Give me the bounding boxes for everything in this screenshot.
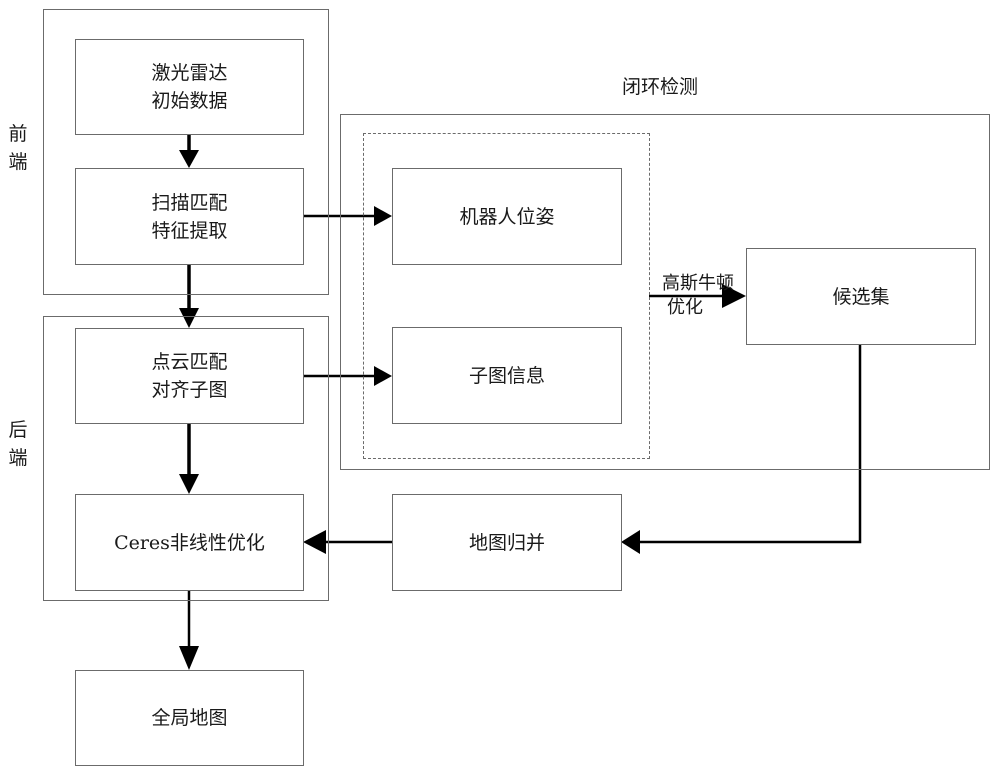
arrowhead-icon [374, 366, 392, 386]
node-submap-info: 子图信息 [392, 327, 622, 424]
edge-label-line: 优化 [667, 297, 703, 318]
backend-label-char: 后 [8, 419, 28, 441]
frontend-label-char: 端 [8, 151, 28, 173]
arrowhead-icon [303, 530, 326, 554]
edge-label-gauss-newton: 高斯牛顿 优化 [650, 272, 746, 320]
loop-closure-label: 闭环检测 [622, 76, 699, 98]
backend-label: 后 端 [7, 416, 29, 472]
arrowhead-icon [179, 308, 199, 328]
backend-group [43, 316, 329, 601]
frontend-label-char: 前 [8, 123, 28, 145]
edge-candidate-to-merge [638, 344, 862, 544]
node-text: 点云匹配 [151, 351, 228, 373]
node-text: 特征提取 [151, 219, 228, 242]
edge-label-line: 高斯牛顿 [662, 273, 734, 294]
node-text: Ceres非线性优化 [114, 531, 265, 554]
node-text: 扫描匹配 [151, 191, 228, 214]
arrowhead-icon [621, 530, 640, 554]
node-text: 子图信息 [468, 364, 545, 387]
frontend-label: 前 端 [7, 120, 29, 176]
node-text: 候选集 [832, 285, 890, 308]
node-text: 激光雷达 [151, 62, 228, 84]
arrowhead-icon [179, 646, 199, 670]
node-map-merge: 地图归并 [392, 494, 622, 591]
node-text: 全局地图 [151, 707, 228, 729]
node-ceres-optimization: Ceres非线性优化 [75, 494, 304, 591]
node-text: 机器人位姿 [459, 205, 555, 228]
arrowhead-icon [374, 206, 392, 226]
node-global-map: 全局地图 [75, 670, 304, 766]
node-lidar-data: 激光雷达 初始数据 [75, 39, 304, 135]
backend-label-char: 端 [8, 447, 28, 469]
node-candidate-set: 候选集 [746, 248, 976, 345]
pose-submap-dashed-group [363, 133, 650, 459]
arrowhead-icon [722, 284, 746, 308]
node-text: 初始数据 [151, 90, 228, 112]
arrowhead-icon [179, 474, 199, 494]
loop-closure-group [340, 114, 990, 470]
node-robot-pose: 机器人位姿 [392, 168, 622, 265]
frontend-group [43, 9, 329, 295]
node-point-cloud-match: 点云匹配 对齐子图 [75, 328, 304, 424]
node-scan-match: 扫描匹配 特征提取 [75, 168, 304, 265]
node-text: 地图归并 [468, 531, 545, 554]
arrowhead-icon [179, 150, 199, 168]
node-text: 对齐子图 [151, 379, 228, 401]
